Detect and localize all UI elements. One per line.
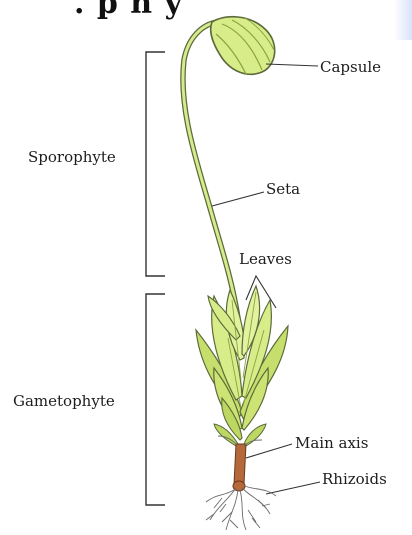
capsule-leader (266, 64, 318, 66)
main-axis-label: Main axis (295, 434, 368, 452)
capsule-label: Capsule (320, 58, 381, 76)
rhizoids-leader (266, 482, 320, 494)
capsule-shape (211, 17, 275, 75)
seta-label: Seta (266, 180, 300, 198)
sporophyte-bracket (146, 52, 165, 276)
seta-leader (212, 192, 264, 206)
gametophyte-bracket (146, 294, 165, 505)
sporophyte-label: Sporophyte (28, 148, 116, 166)
leaves-label: Leaves (239, 250, 292, 268)
gametophyte-label: Gametophyte (13, 392, 115, 410)
main-axis-leader (246, 444, 292, 458)
rhizoids-label: Rhizoids (322, 470, 387, 488)
leafy-shoot (196, 286, 288, 446)
main-axis-stem (234, 444, 246, 484)
